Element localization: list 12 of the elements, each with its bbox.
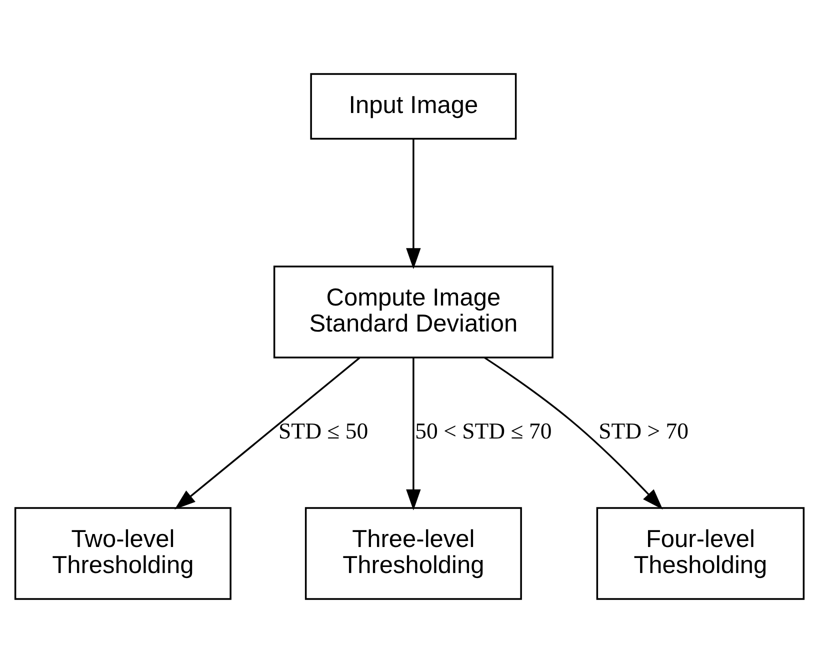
node-box: Two-level Thresholding [14,506,232,600]
node-box: Four-level Thesholding [596,506,805,600]
arrow [406,138,421,269]
edge-label: STD ≤ 50 [278,418,368,444]
arrow [406,357,421,510]
node-box: Compute Image Standard Deviation [273,265,554,358]
edge-label: 50 < STD ≤ 70 [415,418,552,444]
node-box: Input Image [310,72,517,140]
node-box: Three-level Thresholding [304,506,522,600]
arrow [174,356,360,509]
arrow [484,356,663,510]
edge-label: STD > 70 [598,418,689,444]
